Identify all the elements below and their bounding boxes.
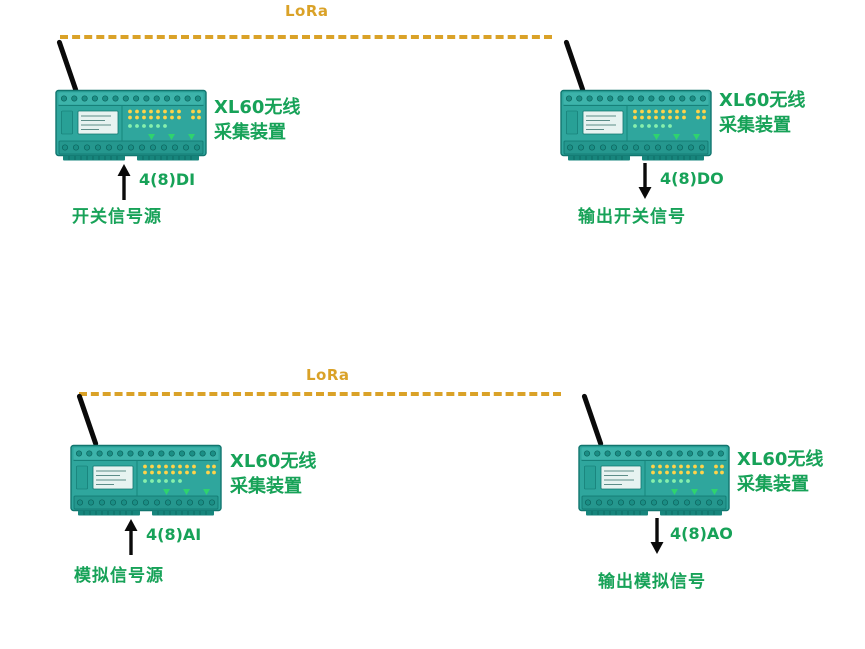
lora-link-line [79, 392, 561, 396]
device-name-label: XL60无线 采集装置 [214, 95, 300, 145]
signal-source-label: 模拟信号源 [74, 566, 164, 586]
device-name-label: XL60无线 采集装置 [719, 88, 805, 138]
device-name-line1: XL60无线 [214, 97, 301, 118]
device-name-line1: XL60无线 [719, 90, 806, 111]
device-name-line1: XL60无线 [737, 449, 824, 470]
device-name-line2: 采集装置 [230, 476, 302, 497]
up-arrow-icon [117, 164, 131, 200]
device-name-line1: XL60无线 [230, 451, 317, 472]
device-name-label: XL60无线 采集装置 [737, 447, 823, 497]
xl60-device-illustration [578, 439, 730, 519]
signal-source-label: 开关信号源 [72, 207, 162, 227]
xl60-device-illustration [55, 84, 207, 164]
section-digital-io: LoRa XL60无线 采集装置 4(8)DI 开关信号源 XL60无线 采集装… [0, 0, 865, 292]
device-name-line2: 采集装置 [214, 122, 286, 143]
io-count-label: 4(8)DI [139, 170, 196, 189]
down-arrow-icon [638, 163, 652, 199]
device-name-label: XL60无线 采集装置 [230, 449, 316, 499]
lora-link-label: LoRa [306, 366, 350, 384]
io-count-label: 4(8)AI [146, 525, 202, 544]
down-arrow-icon [650, 518, 664, 554]
xl60-device-illustration [70, 439, 222, 519]
device-name-line2: 采集装置 [737, 474, 809, 495]
xl60-device-illustration [560, 84, 712, 164]
signal-output-label: 输出开关信号 [578, 207, 686, 227]
signal-output-label: 输出模拟信号 [598, 572, 706, 592]
lora-link-line [60, 35, 552, 39]
lora-link-label: LoRa [285, 2, 329, 20]
section-analog-io: LoRa XL60无线 采集装置 4(8)AI 模拟信号源 XL60无线 采集装… [0, 357, 865, 649]
io-count-label: 4(8)AO [670, 524, 733, 543]
up-arrow-icon [124, 519, 138, 555]
io-count-label: 4(8)DO [660, 169, 724, 188]
device-name-line2: 采集装置 [719, 115, 791, 136]
